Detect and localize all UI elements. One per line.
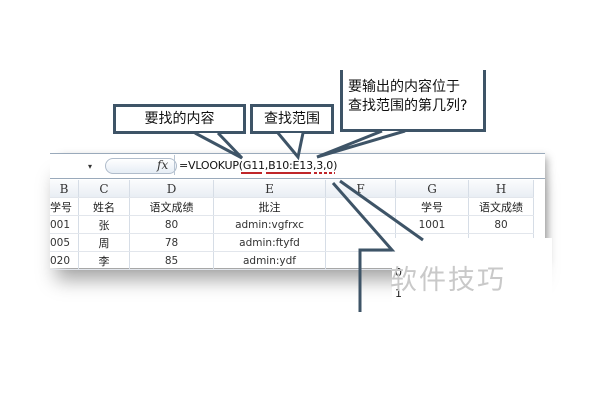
callout-column-index-line1: 要输出的内容位于 bbox=[348, 79, 460, 95]
callout-lookup-range: 查找范围 bbox=[250, 104, 334, 134]
col-header-e[interactable]: E bbox=[213, 180, 326, 198]
cell[interactable]: admin:ydf bbox=[213, 251, 326, 270]
col-header-b[interactable]: B bbox=[50, 180, 79, 198]
cell[interactable]: 80 bbox=[468, 215, 534, 234]
col-header-c[interactable]: C bbox=[78, 180, 130, 198]
underline-lookup-value bbox=[241, 172, 262, 174]
cell[interactable]: 学号 bbox=[50, 197, 79, 216]
cell[interactable]: 学号 bbox=[395, 197, 469, 216]
cell[interactable] bbox=[325, 215, 396, 234]
callout-lookup-value: 要找的内容 bbox=[113, 104, 246, 134]
underline-col-index bbox=[314, 172, 335, 174]
col-header-d[interactable]: D bbox=[129, 180, 214, 198]
cell[interactable]: 周 bbox=[78, 233, 130, 252]
cell[interactable]: 张 bbox=[78, 215, 130, 234]
name-box-dropdown-icon[interactable]: ▾ bbox=[88, 162, 93, 171]
watermark: 软件技巧 bbox=[390, 265, 506, 296]
cell[interactable]: 姓名 bbox=[78, 197, 130, 216]
formula-bar-divider bbox=[174, 155, 175, 175]
partial-cell-1: 1 bbox=[395, 287, 402, 300]
image-crop-area bbox=[392, 238, 552, 318]
cell[interactable]: 语文成绩 bbox=[468, 197, 534, 216]
cell[interactable]: 1001 bbox=[395, 215, 469, 234]
cell[interactable]: 李 bbox=[78, 251, 130, 270]
cell[interactable]: 78 bbox=[129, 233, 214, 252]
cell[interactable]: 80 bbox=[129, 215, 214, 234]
callout-lookup-range-text: 查找范围 bbox=[264, 111, 320, 127]
cell[interactable]: 001 bbox=[50, 215, 79, 234]
formula-bar-scroll-pill[interactable] bbox=[105, 158, 177, 174]
cell[interactable]: 020 bbox=[50, 251, 79, 270]
partial-cell-0: 0 bbox=[395, 266, 402, 279]
col-header-h[interactable]: H bbox=[468, 180, 534, 198]
cell[interactable]: admin:vgfrxc bbox=[213, 215, 326, 234]
cell[interactable]: admin:ftyfd bbox=[213, 233, 326, 252]
formula-input[interactable]: =VLOOKUP(G11,B10:E13,3,0) bbox=[179, 159, 338, 172]
callout-column-index-line2: 查找范围的第几列? bbox=[348, 98, 468, 114]
cell[interactable]: 语文成绩 bbox=[129, 197, 214, 216]
cell[interactable]: 批注 bbox=[213, 197, 326, 216]
underline-lookup-range bbox=[266, 172, 311, 174]
cell[interactable]: 005 bbox=[50, 233, 79, 252]
column-header-row: B C D E F G H bbox=[50, 180, 534, 198]
table-row: 001 张 80 admin:vgfrxc 1001 80 bbox=[50, 215, 534, 234]
callout-column-index: 要输出的内容位于 查找范围的第几列? bbox=[340, 70, 486, 132]
callout-lookup-value-text: 要找的内容 bbox=[144, 111, 215, 127]
cell[interactable]: 85 bbox=[129, 251, 214, 270]
insert-function-icon[interactable]: fx bbox=[157, 158, 169, 172]
col-header-g[interactable]: G bbox=[395, 180, 469, 198]
